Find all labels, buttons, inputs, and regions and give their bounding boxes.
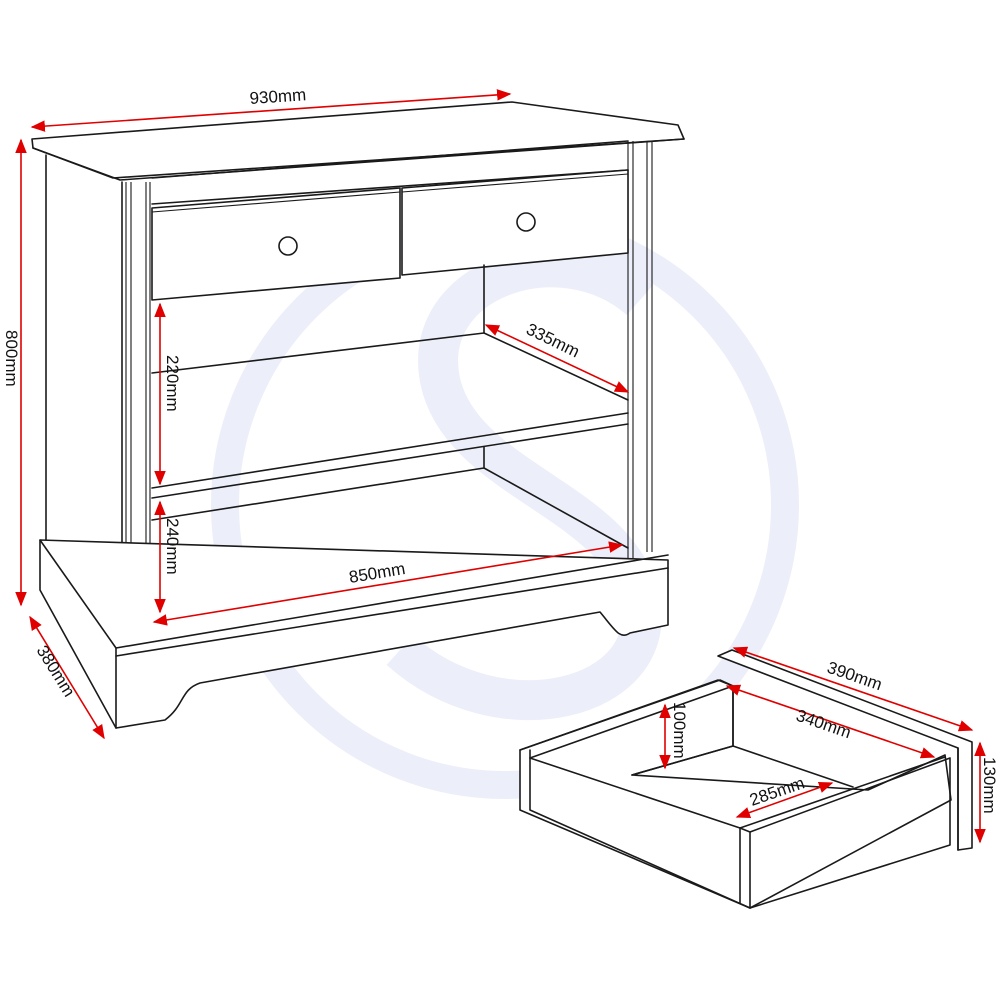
lower-opening-label: 240mm (163, 518, 182, 575)
left-drawer (151, 187, 401, 301)
front-height-label: 130mm (980, 757, 999, 814)
inner-depth-label: 340mm (794, 706, 854, 742)
cabinet-drawing (31, 101, 685, 729)
height-label: 800mm (2, 330, 21, 387)
width-label: 930mm (249, 85, 307, 108)
depth-label: 380mm (33, 642, 79, 700)
right-drawer-knob-icon (516, 212, 536, 232)
left-drawer-knob-icon (278, 236, 298, 256)
upper-opening-label: 220mm (163, 355, 182, 412)
right-drawer (401, 169, 629, 276)
inner-height-label: 100mm (670, 702, 689, 759)
